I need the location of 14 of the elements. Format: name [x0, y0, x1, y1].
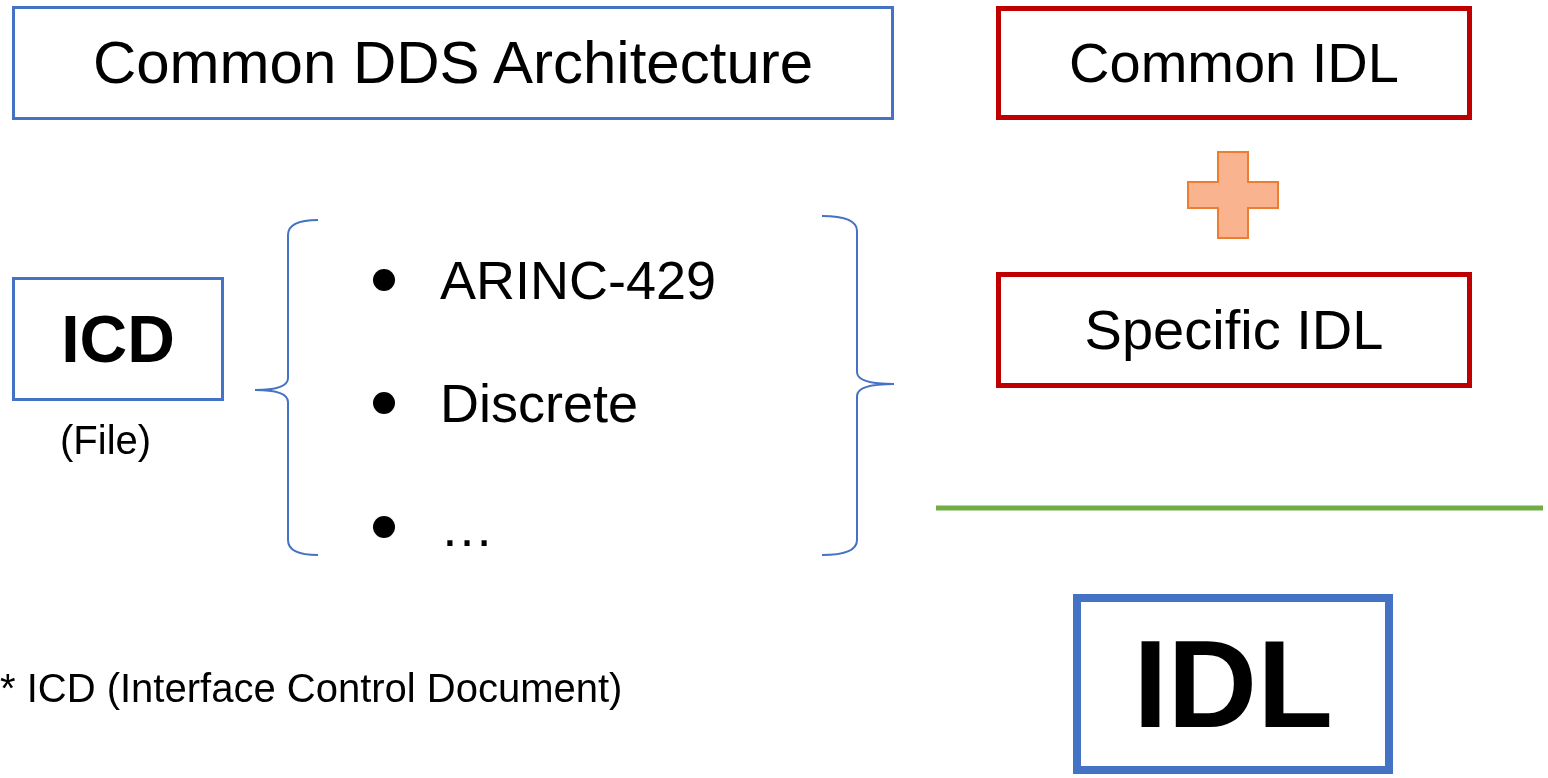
list-item: …: [440, 500, 494, 554]
text-box: [1073, 594, 1393, 774]
text-box: [12, 6, 894, 120]
text-box: [996, 272, 1472, 388]
box-label: Common DDS Architecture: [92, 33, 814, 93]
text-box: [12, 277, 224, 401]
footnote: * ICD (Interface Control Document): [0, 668, 623, 708]
text-box: [996, 6, 1472, 120]
box-label: ICD: [61, 306, 175, 372]
node-label: (File): [60, 420, 152, 460]
list-item: ARINC-429: [440, 253, 717, 307]
box-label: IDL: [1133, 622, 1333, 746]
box-label: Common IDL: [1069, 35, 1399, 91]
list-item: Discrete: [440, 376, 639, 430]
